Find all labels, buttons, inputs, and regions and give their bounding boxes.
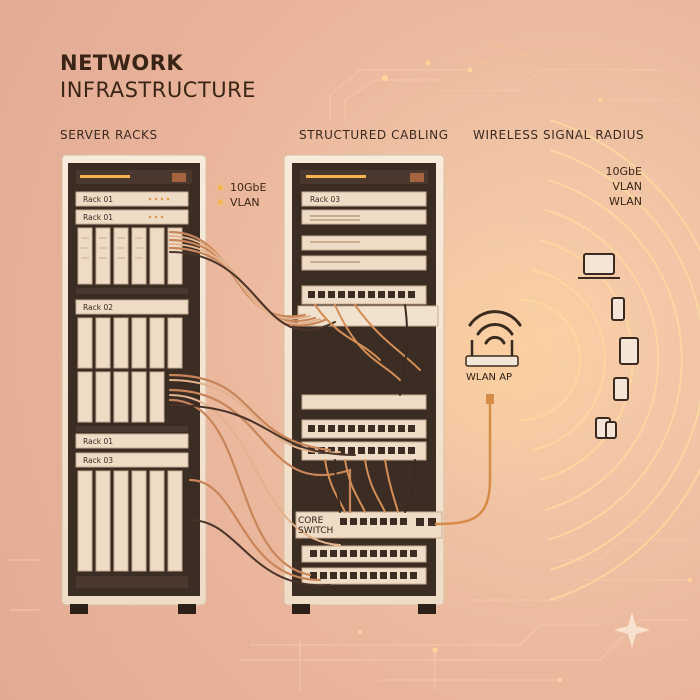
tablet-icon — [595, 417, 617, 439]
rack-unit-label-2: Rack 02 — [83, 303, 113, 312]
drive-bays — [77, 371, 165, 423]
phone-icon — [611, 297, 625, 321]
left-rack: Rack 01 Rack 01 Rack 02 — [61, 154, 207, 614]
right-rack-unit-label: Rack 03 — [310, 195, 340, 204]
right-rack: Rack 03 — [283, 154, 445, 614]
page-title: NETWORK INFRASTRUCTURE — [60, 50, 256, 104]
core-switch-label-1: CORE — [298, 516, 324, 526]
legend-dot-icon — [218, 185, 223, 190]
rack-unit-label-4: Rack 03 — [83, 456, 113, 465]
core-switch-label: CORE SWITCH — [298, 516, 333, 536]
title-line-1: NETWORK — [60, 51, 184, 75]
patch-panel — [301, 545, 427, 585]
rack-unit-label-1: Rack 01 — [83, 213, 113, 222]
rack-unit: Rack 01 — [75, 209, 189, 225]
rack-unit-label-3: Rack 01 — [83, 437, 113, 446]
legend-left: 10GbE VLAN — [218, 180, 266, 210]
phone-icon — [613, 377, 629, 401]
laptop-icon — [578, 253, 620, 279]
drive-bays — [77, 227, 183, 285]
rack-unit: Rack 03 — [301, 191, 427, 207]
section-label-structured-cabling: STRUCTURED CABLING — [299, 128, 449, 142]
legend-item: VLAN — [612, 180, 642, 193]
circuit-traces — [10, 69, 690, 690]
router-icon — [465, 310, 522, 404]
core-switch-label-2: SWITCH — [298, 526, 334, 536]
drive-bays — [77, 317, 183, 369]
circuit-nodes — [358, 60, 692, 682]
patch-panel — [301, 419, 427, 439]
section-label-wireless: WIRELESS SIGNAL RADIUS — [473, 128, 645, 142]
rack-unit: Rack 02 — [75, 299, 189, 315]
patch-panel — [301, 285, 427, 305]
drive-bays — [77, 470, 183, 572]
rack-unit: Rack 01 — [75, 191, 189, 207]
legend-dot-icon — [218, 200, 223, 205]
rack-unit: Rack 03 — [75, 452, 189, 468]
sparkle-icon — [614, 612, 650, 648]
tablet-icon — [619, 337, 639, 365]
legend-item: VLAN — [230, 196, 260, 209]
section-label-server-racks: SERVER RACKS — [60, 128, 158, 142]
rack-unit-label-0: Rack 01 — [83, 195, 113, 204]
core-switch — [295, 511, 443, 539]
legend-right: 10GbE VLAN WLAN — [586, 164, 642, 209]
rack-unit: Rack 01 — [75, 433, 189, 449]
legend-item: 10GbE — [230, 181, 267, 194]
legend-item: 10GbE — [605, 165, 642, 178]
cables — [168, 230, 492, 587]
title-line-2: INFRASTRUCTURE — [60, 78, 256, 102]
legend-item: WLAN — [608, 195, 642, 208]
wlan-ap-label: WLAN AP — [466, 372, 513, 383]
